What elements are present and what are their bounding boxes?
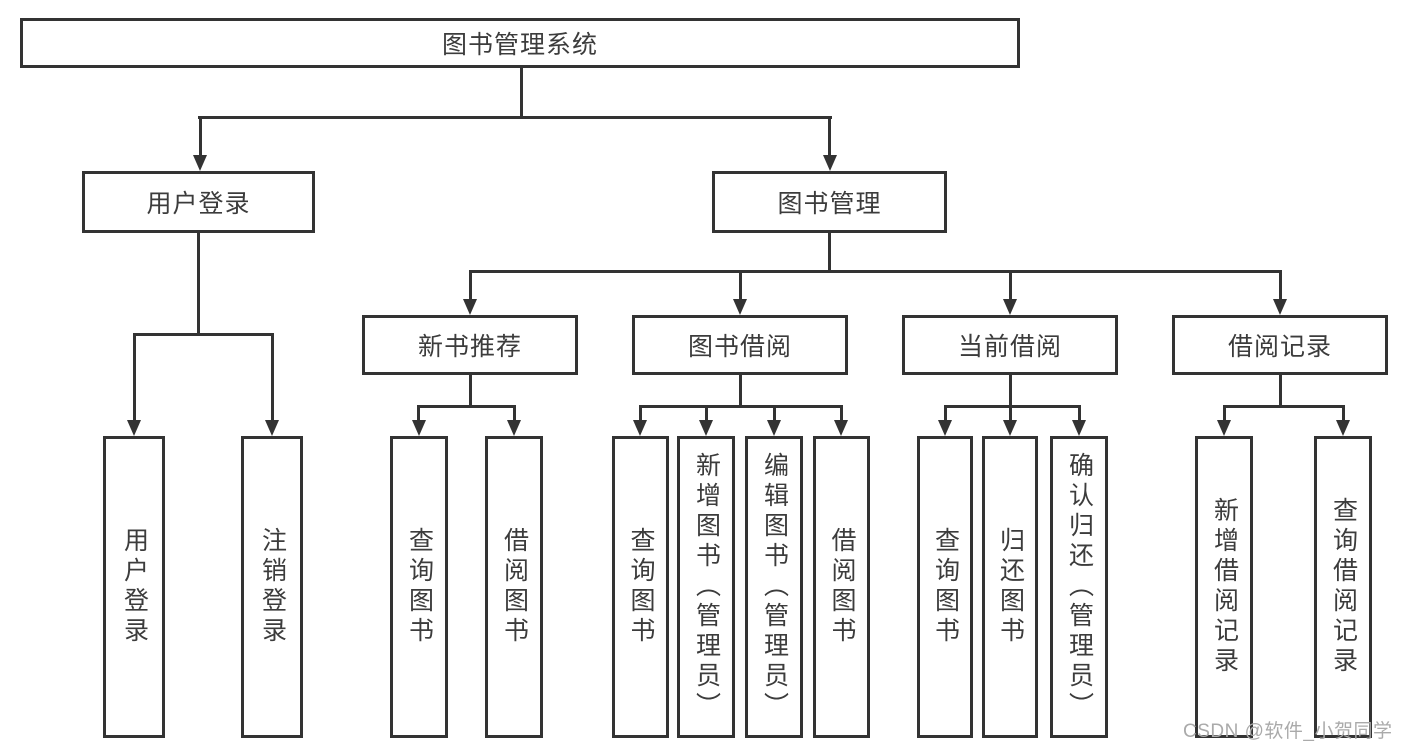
leaf-user-login: 用户登录	[103, 436, 165, 738]
connector-br-stem	[1279, 375, 1282, 408]
arrow-down-user-login	[193, 155, 207, 171]
node-new-book-rec-label: 新书推荐	[417, 333, 522, 361]
node-borrowing-records-label: 借阅记录	[1227, 333, 1332, 361]
connector-bb-drop-2	[705, 405, 708, 422]
leaf-bb-query-books: 查询图书	[612, 436, 669, 738]
node-book-management-label: 图书管理	[777, 190, 882, 218]
leaf-br-add-record: 新增借阅记录	[1195, 436, 1253, 738]
connector-book-mgmt-drop-1	[469, 270, 472, 300]
leaf-cb-query-books-label: 查询图书	[931, 527, 960, 647]
leaf-rec-borrow-books-label: 借阅图书	[500, 527, 529, 647]
leaf-user-login-label: 用户登录	[120, 527, 149, 647]
leaf-bb-add-books-admin-label: 新增图书（管理员）	[692, 452, 721, 722]
arrow-down-br-add	[1217, 420, 1231, 436]
arrow-down-rec-query	[412, 420, 426, 436]
connector-br-bar	[1223, 405, 1345, 408]
connector-cb-stem	[1009, 375, 1012, 408]
leaf-cb-confirm-return-admin-label: 确认归还（管理员）	[1065, 452, 1094, 722]
connector-rec-stem	[469, 375, 472, 408]
connector-root-bar	[198, 116, 832, 119]
connector-cb-drop-1	[944, 405, 947, 422]
leaf-cb-return-books-label: 归还图书	[996, 527, 1025, 647]
node-book-borrowing: 图书借阅	[632, 315, 848, 375]
arrow-down-new-book-rec	[463, 299, 477, 315]
connector-bb-stem	[739, 375, 742, 408]
arrow-down-bb-edit	[767, 420, 781, 436]
arrow-down-borrowing-records	[1273, 299, 1287, 315]
connector-cb-bar	[944, 405, 1081, 408]
connector-book-mgmt-drop-2	[739, 270, 742, 300]
connector-book-mgmt-drop-3	[1009, 270, 1012, 300]
arrow-down-leaf-logout	[265, 420, 279, 436]
connector-br-drop-2	[1342, 405, 1345, 422]
connector-cb-drop-2	[1009, 405, 1012, 422]
leaf-logout: 注销登录	[241, 436, 303, 738]
connector-book-mgmt-drop-4	[1279, 270, 1282, 300]
connector-user-login-stem	[197, 233, 200, 336]
arrow-down-cb-confirm	[1072, 420, 1086, 436]
leaf-bb-query-books-label: 查询图书	[627, 527, 655, 647]
leaf-bb-borrow-books-label: 借阅图书	[828, 527, 856, 647]
leaf-br-query-record: 查询借阅记录	[1314, 436, 1372, 738]
arrow-down-rec-borrow	[507, 420, 521, 436]
node-book-borrowing-label: 图书借阅	[687, 333, 792, 361]
connector-rec-drop-2	[513, 405, 516, 422]
node-borrowing-records: 借阅记录	[1172, 315, 1388, 375]
node-book-management: 图书管理	[712, 171, 947, 233]
arrow-down-bb-query	[633, 420, 647, 436]
leaf-rec-query-books: 查询图书	[390, 436, 448, 738]
connector-root-drop-left	[199, 116, 202, 158]
connector-root-stem	[520, 68, 523, 119]
node-root-label: 图书管理系统	[441, 31, 598, 59]
connector-bb-bar	[639, 405, 843, 408]
leaf-logout-label: 注销登录	[258, 527, 287, 647]
leaf-bb-borrow-books: 借阅图书	[813, 436, 870, 738]
leaf-cb-query-books: 查询图书	[917, 436, 973, 738]
connector-user-login-bar	[133, 333, 274, 336]
arrow-down-cb-query	[938, 420, 952, 436]
leaf-rec-borrow-books: 借阅图书	[485, 436, 543, 738]
leaf-bb-edit-books-admin-label: 编辑图书（管理员）	[760, 452, 789, 722]
leaf-cb-confirm-return-admin: 确认归还（管理员）	[1050, 436, 1108, 738]
connector-bb-drop-4	[840, 405, 843, 422]
node-current-borrowing-label: 当前借阅	[957, 333, 1062, 361]
connector-book-mgmt-bar	[469, 270, 1282, 273]
leaf-bb-edit-books-admin: 编辑图书（管理员）	[745, 436, 803, 738]
node-user-login-label: 用户登录	[146, 190, 251, 218]
arrow-down-book-management	[823, 155, 837, 171]
csdn-watermark: CSDN @软件_小贺同学	[1183, 721, 1393, 742]
leaf-br-query-record-label: 查询借阅记录	[1329, 497, 1358, 677]
arrow-down-bb-add	[699, 420, 713, 436]
connector-rec-bar	[417, 405, 516, 408]
connector-user-login-drop-1	[133, 333, 136, 422]
node-new-book-rec: 新书推荐	[362, 315, 578, 375]
connector-rec-drop-1	[417, 405, 420, 422]
connector-user-login-drop-2	[271, 333, 274, 422]
arrow-down-bb-borrow	[834, 420, 848, 436]
connector-br-drop-1	[1223, 405, 1226, 422]
arrow-down-book-borrowing	[733, 299, 747, 315]
leaf-rec-query-books-label: 查询图书	[405, 527, 434, 647]
leaf-cb-return-books: 归还图书	[982, 436, 1038, 738]
connector-bb-drop-3	[773, 405, 776, 422]
arrow-down-leaf-user-login	[127, 420, 141, 436]
node-root: 图书管理系统	[20, 18, 1020, 68]
leaf-bb-add-books-admin: 新增图书（管理员）	[677, 436, 735, 738]
arrow-down-current-borrowing	[1003, 299, 1017, 315]
connector-root-drop-right	[828, 116, 831, 158]
node-current-borrowing: 当前借阅	[902, 315, 1118, 375]
connector-book-mgmt-stem	[828, 233, 831, 273]
leaf-br-add-record-label: 新增借阅记录	[1210, 497, 1239, 677]
arrow-down-br-query	[1336, 420, 1350, 436]
connector-bb-drop-1	[639, 405, 642, 422]
connector-cb-drop-3	[1078, 405, 1081, 422]
arrow-down-cb-return	[1003, 420, 1017, 436]
node-user-login: 用户登录	[82, 171, 315, 233]
